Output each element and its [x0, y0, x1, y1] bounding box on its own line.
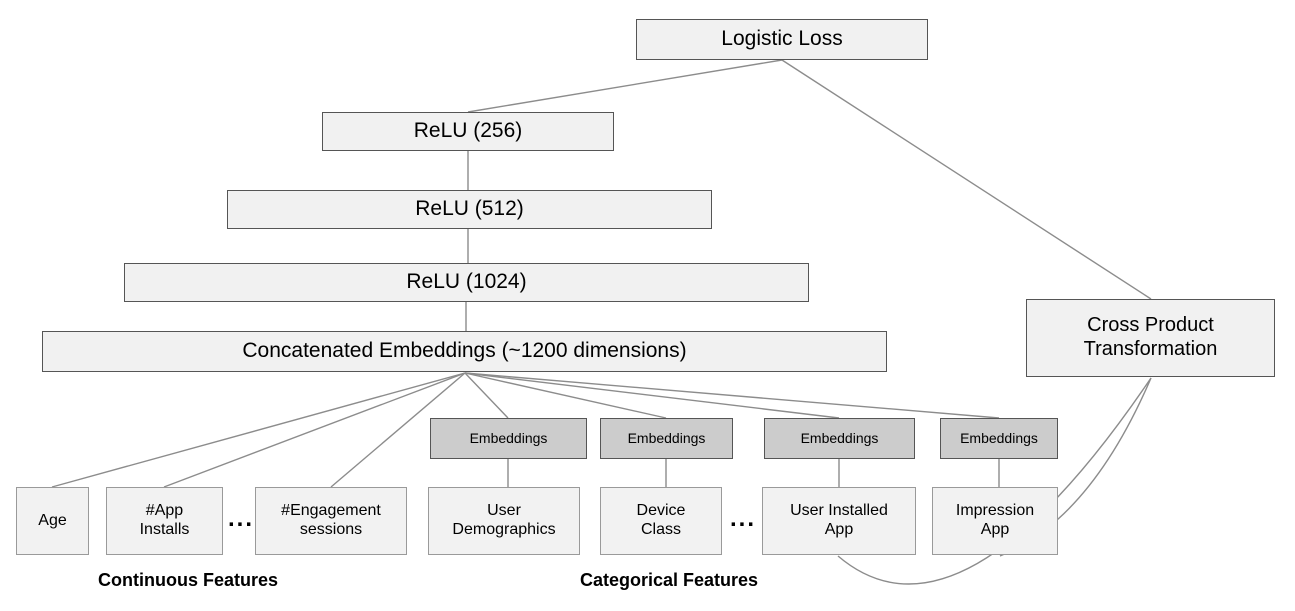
ellipsis-continuous-features: ...	[228, 505, 255, 532]
node-embeddings-user-demographics[interactable]: Embeddings	[430, 418, 587, 459]
edge-relu_256-to-logistic_loss	[467, 59, 783, 113]
node-logistic-loss[interactable]: Logistic Loss	[636, 19, 928, 60]
node-embeddings-user-installed-app[interactable]: Embeddings	[764, 418, 915, 459]
node-app-installs-label: #App Installs	[139, 502, 190, 538]
node-app-installs[interactable]: #App Installs	[106, 487, 223, 555]
node-impression-app[interactable]: Impression App	[932, 487, 1058, 555]
edge-logistic_loss-to-cross_product	[781, 59, 1152, 300]
node-engagement-sessions-label: #Engagement sessions	[281, 502, 381, 538]
node-concatenated-embeddings[interactable]: Concatenated Embeddings (~1200 dimension…	[42, 331, 887, 372]
node-logistic-loss-label: Logistic Loss	[721, 27, 843, 51]
node-relu-256-label: ReLU (256)	[413, 119, 523, 143]
node-relu-1024[interactable]: ReLU (1024)	[124, 263, 809, 302]
edge-concat-to-app_installs	[163, 372, 466, 488]
ellipsis-categorical-features: ...	[730, 505, 757, 532]
node-user-installed-app-label: User Installed App	[790, 502, 888, 538]
group-label-continuous-features: Continuous Features	[98, 570, 279, 590]
node-device-class-label: Device Class	[636, 502, 686, 538]
node-embeddings-impression-app[interactable]: Embeddings	[940, 418, 1058, 459]
node-relu-1024-label: ReLU (1024)	[406, 270, 527, 294]
node-cross-product-transformation-label: Cross Product Transformation	[1083, 314, 1218, 360]
node-age[interactable]: Age	[16, 487, 89, 555]
edge-concat-to-age	[51, 372, 466, 488]
node-user-installed-app[interactable]: User Installed App	[762, 487, 916, 555]
edge-concat-to-emb_user_installed_app	[464, 372, 840, 419]
node-cross-product-transformation[interactable]: Cross Product Transformation	[1026, 299, 1275, 377]
node-embeddings-user-demographics-label: Embeddings	[469, 430, 548, 447]
edge-concat-to-emb_impression_app	[464, 372, 1000, 419]
node-relu-512-label: ReLU (512)	[415, 197, 524, 221]
node-age-label: Age	[38, 511, 67, 529]
node-device-class[interactable]: Device Class	[600, 487, 722, 555]
edge-concat-to-emb_user_demographics	[464, 372, 509, 419]
group-label-categorical-features: Categorical Features	[580, 570, 759, 590]
node-user-demographics[interactable]: User Demographics	[428, 487, 580, 555]
node-engagement-sessions[interactable]: #Engagement sessions	[255, 487, 407, 555]
node-embeddings-device-class-label: Embeddings	[627, 430, 706, 447]
node-relu-512[interactable]: ReLU (512)	[227, 190, 712, 229]
node-relu-256[interactable]: ReLU (256)	[322, 112, 614, 151]
node-embeddings-impression-app-label: Embeddings	[960, 430, 1038, 447]
node-embeddings-user-installed-app-label: Embeddings	[800, 430, 879, 447]
node-concatenated-embeddings-label: Concatenated Embeddings (~1200 dimension…	[242, 339, 687, 363]
node-impression-app-label: Impression App	[955, 502, 1035, 538]
edge-concat-to-emb_device_class	[464, 372, 667, 419]
node-user-demographics-label: User Demographics	[452, 502, 556, 538]
node-embeddings-device-class[interactable]: Embeddings	[600, 418, 733, 459]
